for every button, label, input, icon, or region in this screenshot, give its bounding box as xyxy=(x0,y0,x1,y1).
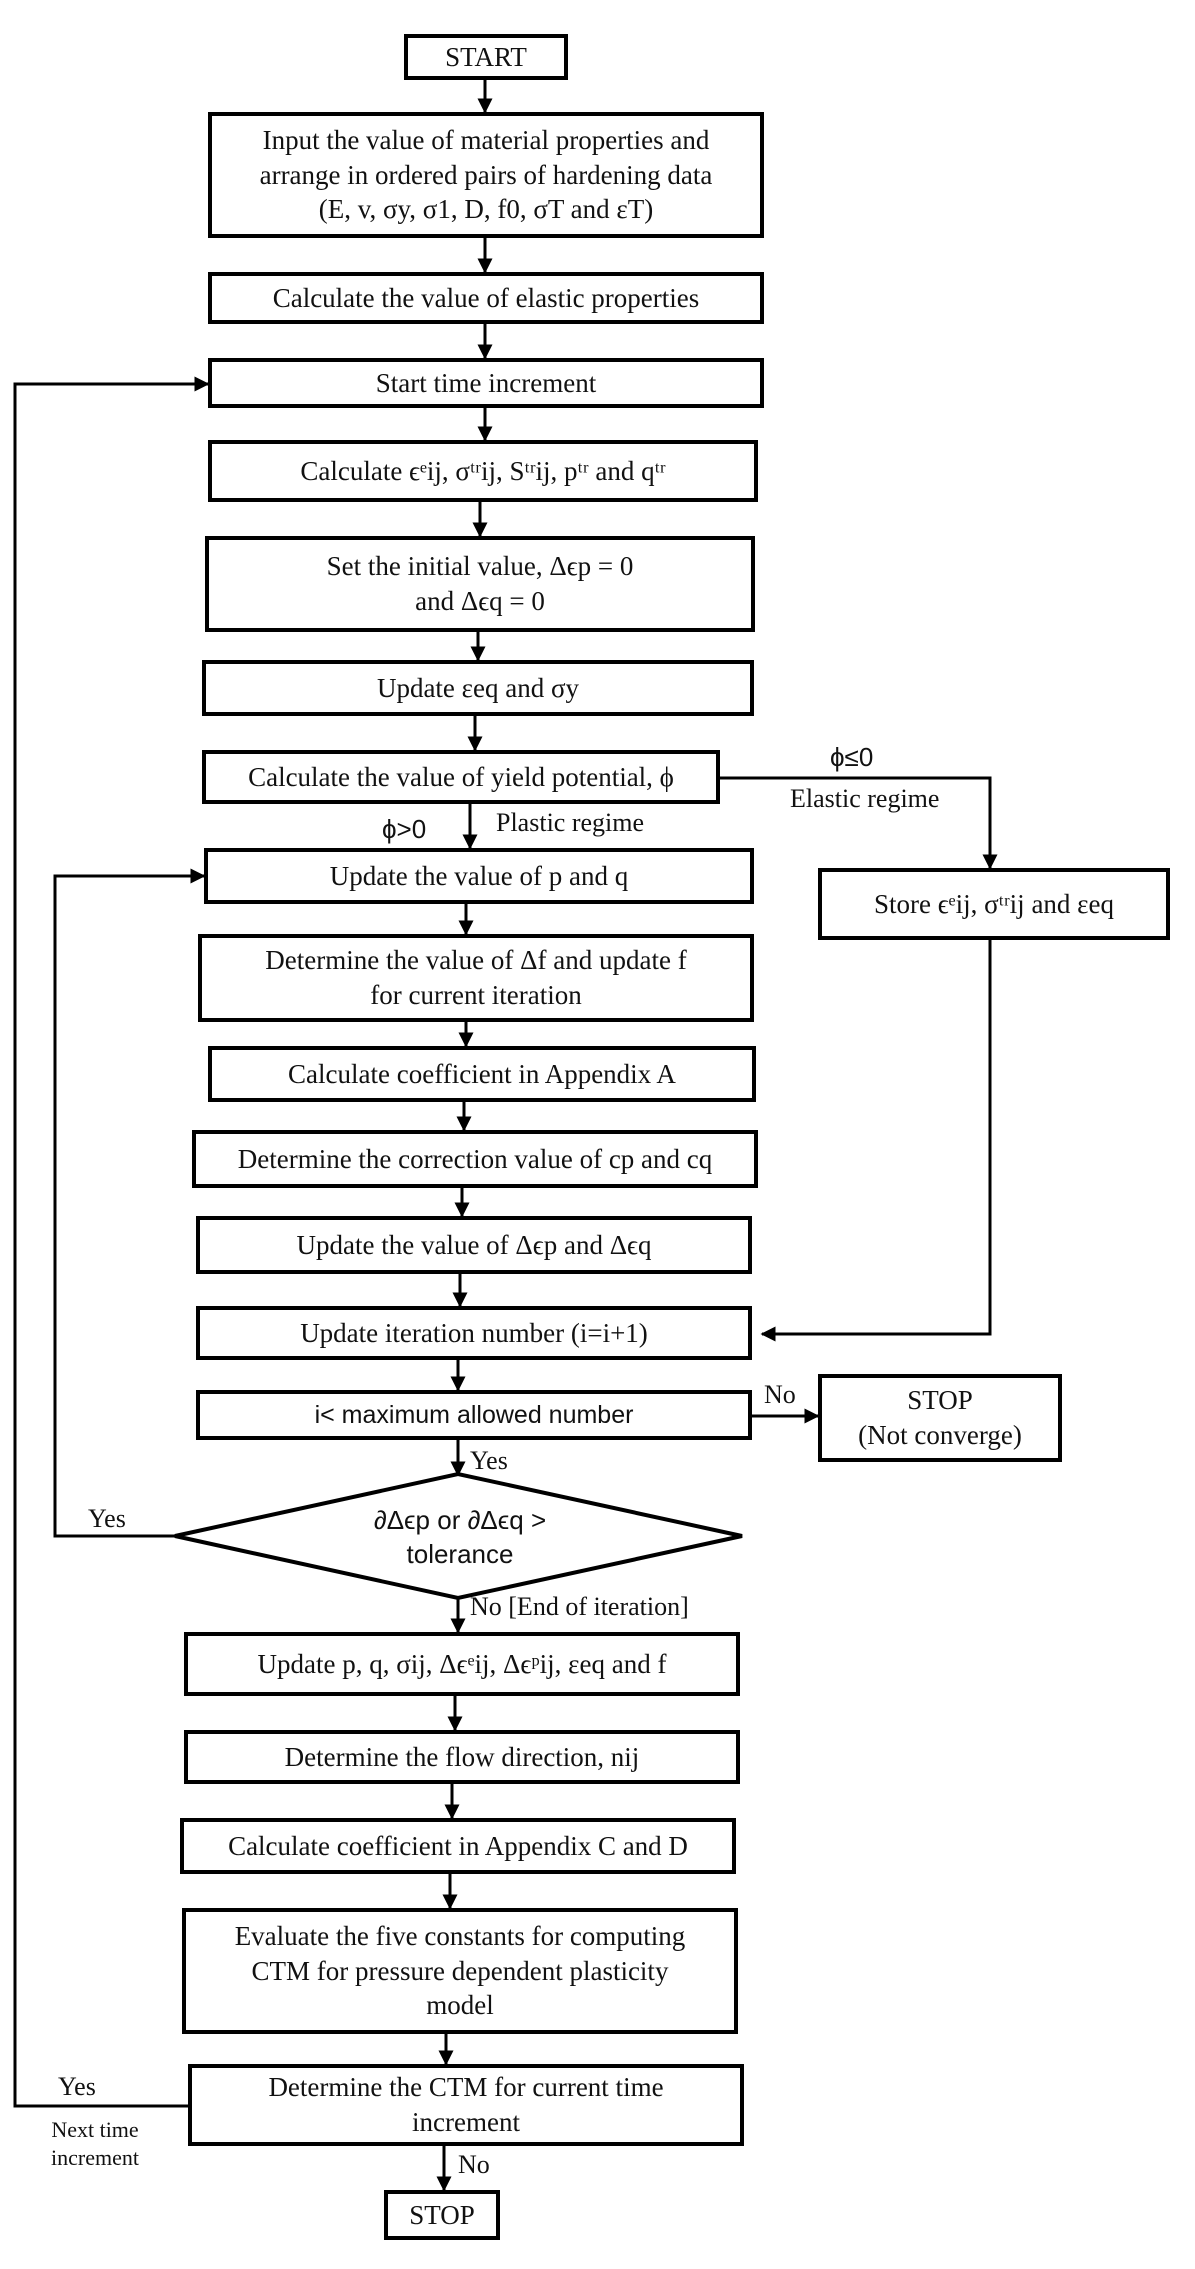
tolerance-decision-diamond xyxy=(174,1471,743,1601)
update-all-label: Update p, q, σij, Δϵᵉij, Δϵᵖij, εeq and … xyxy=(257,1648,667,1679)
update-all-box: Update p, q, σij, Δϵᵉij, Δϵᵖij, εeq and … xyxy=(184,1632,740,1696)
stop-nc-line-2: (Not converge) xyxy=(858,1420,1022,1450)
stop-terminal: STOP xyxy=(384,2190,500,2240)
diamond-line-1: ∂Δϵp or ∂Δϵq > xyxy=(373,1505,547,1535)
no-label-max: No xyxy=(764,1380,796,1409)
set-initial-line-2: and Δϵq = 0 xyxy=(415,586,545,616)
calc-elastic-label: Calculate the value of elastic propertie… xyxy=(272,282,700,313)
flow-direction-box: Determine the flow direction, nij xyxy=(184,1730,740,1784)
calc-yield-box: Calculate the value of yield potential, … xyxy=(202,750,720,804)
calc-coeff-a-label: Calculate coefficient in Appendix A xyxy=(288,1058,676,1089)
store-label: Store ϵᵉij, σᵗʳij and εeq xyxy=(874,888,1114,919)
stop-nc-line-1: STOP xyxy=(907,1385,973,1416)
evaluate-line-3: model xyxy=(426,1990,494,2021)
arrow-time-loop xyxy=(13,376,210,2108)
input-line-3: (E, v, σy, σ1, D, f0, σT and εT) xyxy=(318,194,654,225)
start-time-increment-box: Start time increment xyxy=(208,358,764,408)
yes-label-ctm: Yes xyxy=(58,2072,96,2101)
elastic-regime-label: Elastic regime xyxy=(790,784,940,813)
set-initial-line-1: Set the initial value, Δϵp = 0 xyxy=(326,551,634,582)
phi-gt0-label: ϕ>0 xyxy=(382,814,427,844)
determine-ctm-box: Determine the CTM for current time incre… xyxy=(188,2064,744,2146)
update-iter-box: Update iteration number (i=i+1) xyxy=(196,1306,752,1360)
max-allowed-box: i< maximum allowed number xyxy=(196,1390,752,1440)
next-time-line-1: Next time xyxy=(51,2117,139,2142)
update-eq-label: Update εeq and σy xyxy=(376,672,580,703)
max-allowed-label: i< maximum allowed number xyxy=(314,1401,634,1429)
determine-df-line-1: Determine the value of Δf and update f xyxy=(265,945,687,976)
calc-coeff-cd-box: Calculate coefficient in Appendix C and … xyxy=(180,1818,736,1874)
update-pq-box: Update the value of p and q xyxy=(204,848,754,904)
det-correction-box: Determine the correction value of cp and… xyxy=(192,1130,758,1188)
calc-trial-box: Calculate ϵᵉij, σᵗʳij, Sᵗʳij, pᵗʳ and qᵗ… xyxy=(208,440,758,502)
input-line-2: arrange in ordered pairs of hardening da… xyxy=(259,159,713,190)
calc-coeff-a-box: Calculate coefficient in Appendix A xyxy=(208,1046,756,1102)
calc-coeff-cd-label: Calculate coefficient in Appendix C and … xyxy=(228,1830,688,1861)
calc-trial-label: Calculate ϵᵉij, σᵗʳij, Sᵗʳij, pᵗʳ and qᵗ… xyxy=(300,455,666,486)
update-deps-box: Update the value of Δϵp and Δϵq xyxy=(196,1216,752,1274)
stop-label: STOP xyxy=(409,2199,475,2230)
arrow-store-iter xyxy=(760,940,992,1342)
input-line-1: Input the value of material properties a… xyxy=(262,125,710,156)
input-properties-box: Input the value of material properties a… xyxy=(208,112,764,238)
update-iter-label: Update iteration number (i=i+1) xyxy=(300,1317,648,1348)
diamond-line-2: tolerance xyxy=(406,1538,514,1569)
determine-df-box: Determine the value of Δf and update f f… xyxy=(198,934,754,1022)
arrow-diamond-loop xyxy=(53,868,206,1538)
stop-not-converge-box: STOP (Not converge) xyxy=(818,1374,1062,1462)
no-label-ctm: No xyxy=(458,2150,490,2179)
determine-df-line-2: for current iteration xyxy=(370,980,582,1010)
update-eq-box: Update εeq and σy xyxy=(202,660,754,716)
ctm-line-1: Determine the CTM for current time xyxy=(268,2072,664,2103)
yes-label-max: Yes xyxy=(470,1446,508,1475)
arrow-elastic-branch xyxy=(720,776,998,870)
no-end-iteration-label: No [End of iteration] xyxy=(470,1592,689,1621)
set-initial-box: Set the initial value, Δϵp = 0 and Δϵq =… xyxy=(205,536,755,632)
flow-direction-label: Determine the flow direction, nij xyxy=(284,1741,640,1772)
evaluate-line-2: CTM for pressure dependent plasticity xyxy=(251,1955,669,1986)
evaluate-box: Evaluate the five constants for computin… xyxy=(182,1908,738,2034)
update-pq-label: Update the value of p and q xyxy=(329,860,629,891)
diamond-condition: ∂Δϵp or ∂Δϵq > tolerance xyxy=(260,1504,660,1572)
next-time-line-2: increment xyxy=(51,2144,139,2170)
store-box: Store ϵᵉij, σᵗʳij and εeq xyxy=(818,868,1170,940)
plastic-regime-label: Plastic regime xyxy=(496,808,645,837)
calc-elastic-box: Calculate the value of elastic propertie… xyxy=(208,272,764,324)
start-terminal: START xyxy=(404,34,568,80)
start-time-increment-label: Start time increment xyxy=(375,367,597,398)
update-deps-label: Update the value of Δϵp and Δϵq xyxy=(296,1229,652,1260)
calc-yield-label: Calculate the value of yield potential, … xyxy=(248,761,674,792)
det-correction-label: Determine the correction value of cp and… xyxy=(237,1143,713,1174)
yes-label-diamond: Yes xyxy=(88,1504,126,1533)
phi-le0-label: ϕ≤0 xyxy=(830,742,874,772)
evaluate-line-1: Evaluate the five constants for computin… xyxy=(234,1921,686,1952)
next-time-increment-label: Next time increment xyxy=(40,2116,150,2171)
ctm-line-2: increment xyxy=(412,2107,520,2137)
start-label: START xyxy=(445,41,527,72)
